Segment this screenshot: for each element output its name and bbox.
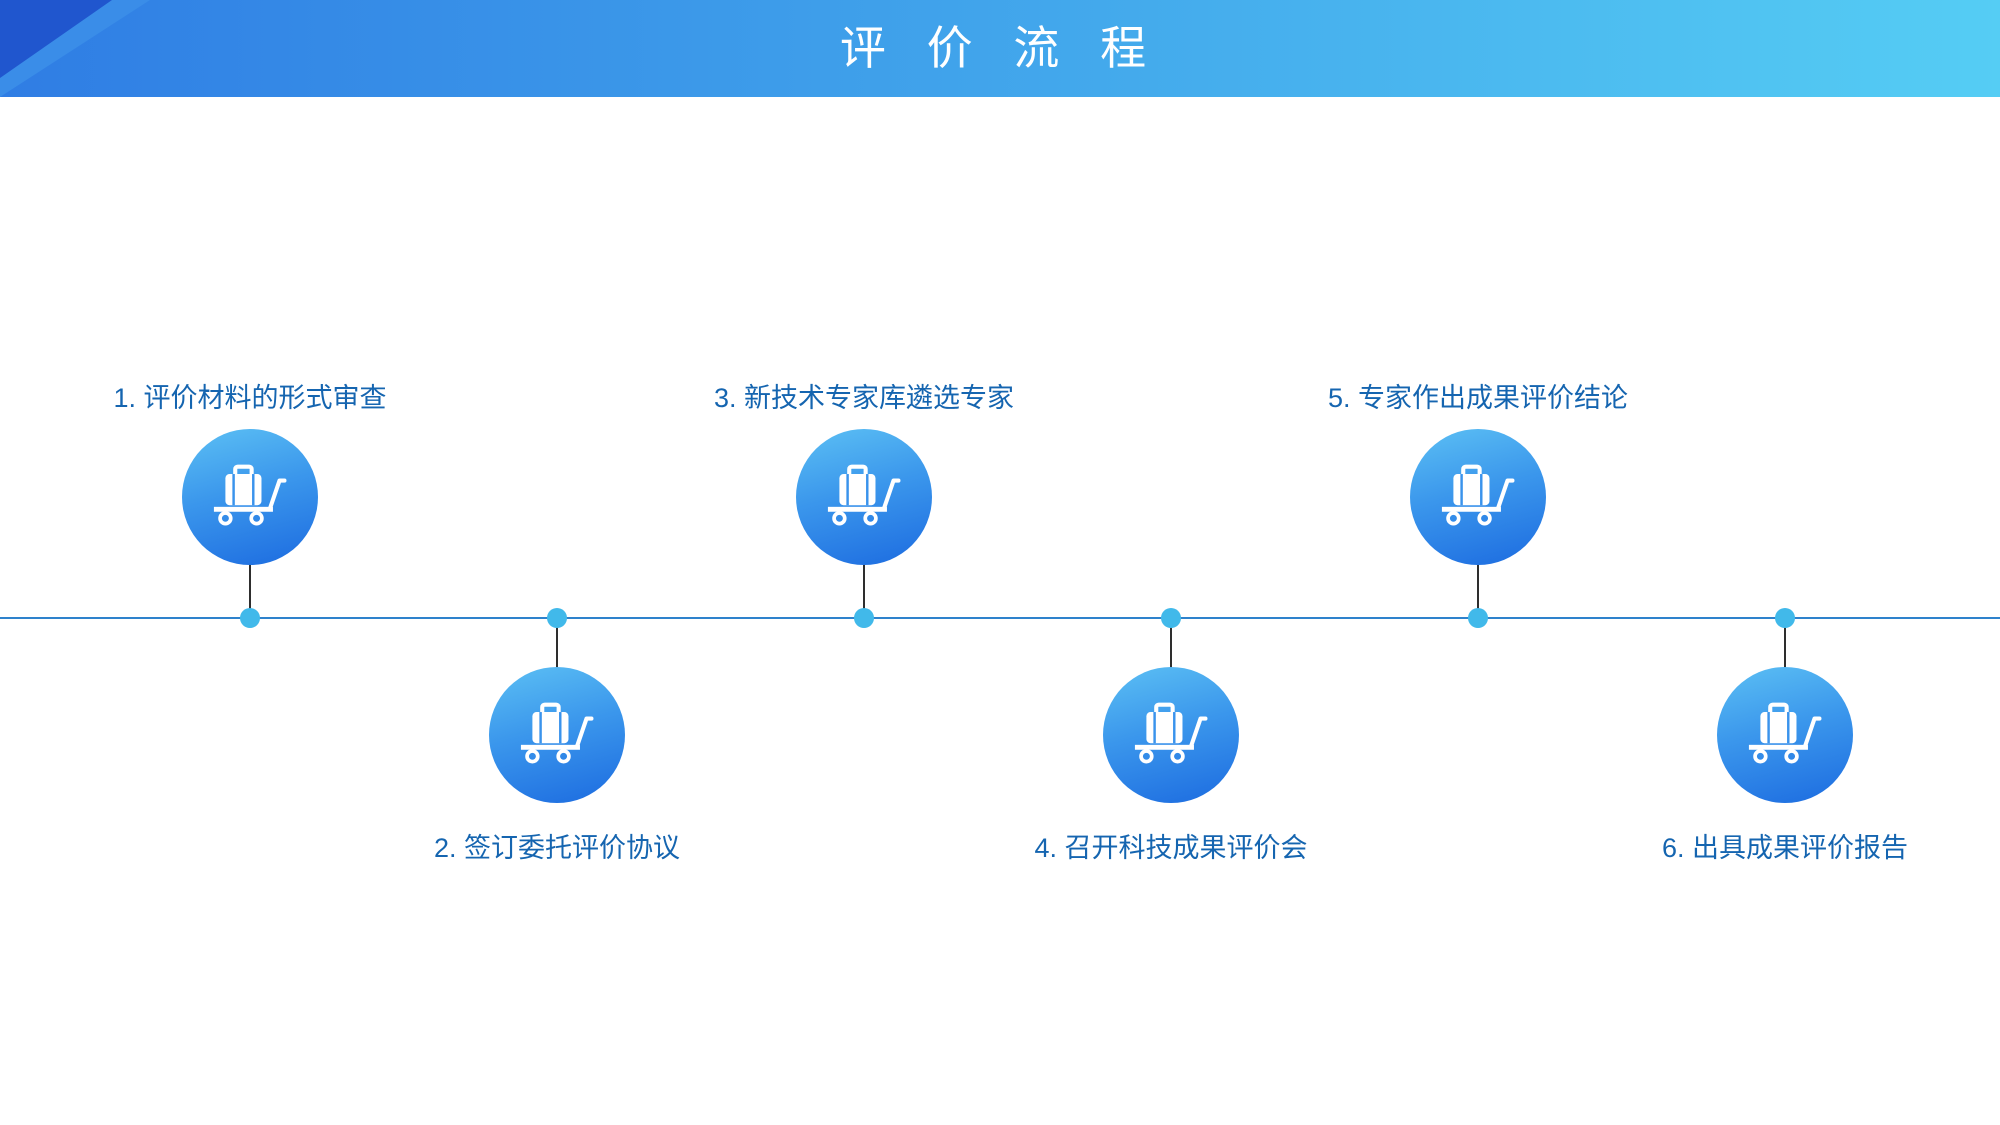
step-circle bbox=[489, 667, 625, 803]
step-circle bbox=[182, 429, 318, 565]
connector-line bbox=[556, 618, 558, 673]
luggage-cart-icon bbox=[827, 464, 901, 526]
luggage-cart-icon bbox=[520, 702, 594, 764]
connector-line bbox=[1784, 618, 1786, 673]
step-label: 4. 召开科技成果评价会 bbox=[1034, 833, 1308, 863]
luggage-cart-icon bbox=[1134, 702, 1208, 764]
step-circle bbox=[1410, 429, 1546, 565]
connector-line bbox=[863, 558, 865, 618]
luggage-cart-icon bbox=[1748, 702, 1822, 764]
timeline-dot bbox=[1468, 608, 1488, 628]
step-circle bbox=[796, 429, 932, 565]
timeline-dot bbox=[1161, 608, 1181, 628]
timeline-dot bbox=[854, 608, 874, 628]
page-title: 评 价 流 程 bbox=[839, 22, 1161, 74]
step-label: 3. 新技术专家库遴选专家 bbox=[713, 383, 1015, 413]
connector-line bbox=[1170, 618, 1172, 673]
step-circle bbox=[1717, 667, 1853, 803]
step-label: 2. 签订委托评价协议 bbox=[433, 833, 681, 863]
timeline-line bbox=[0, 617, 2000, 619]
luggage-cart-icon bbox=[1441, 464, 1515, 526]
luggage-cart-icon bbox=[213, 464, 287, 526]
header-bar: 评 价 流 程 bbox=[0, 0, 2000, 97]
step-label: 1. 评价材料的形式审查 bbox=[113, 383, 387, 413]
connector-line bbox=[249, 558, 251, 618]
connector-line bbox=[1477, 558, 1479, 618]
timeline-dot bbox=[1775, 608, 1795, 628]
timeline-dot bbox=[547, 608, 567, 628]
step-label: 6. 出具成果评价报告 bbox=[1661, 833, 1909, 863]
timeline-dot bbox=[240, 608, 260, 628]
step-circle bbox=[1103, 667, 1239, 803]
step-label: 5. 专家作出成果评价结论 bbox=[1327, 383, 1629, 413]
